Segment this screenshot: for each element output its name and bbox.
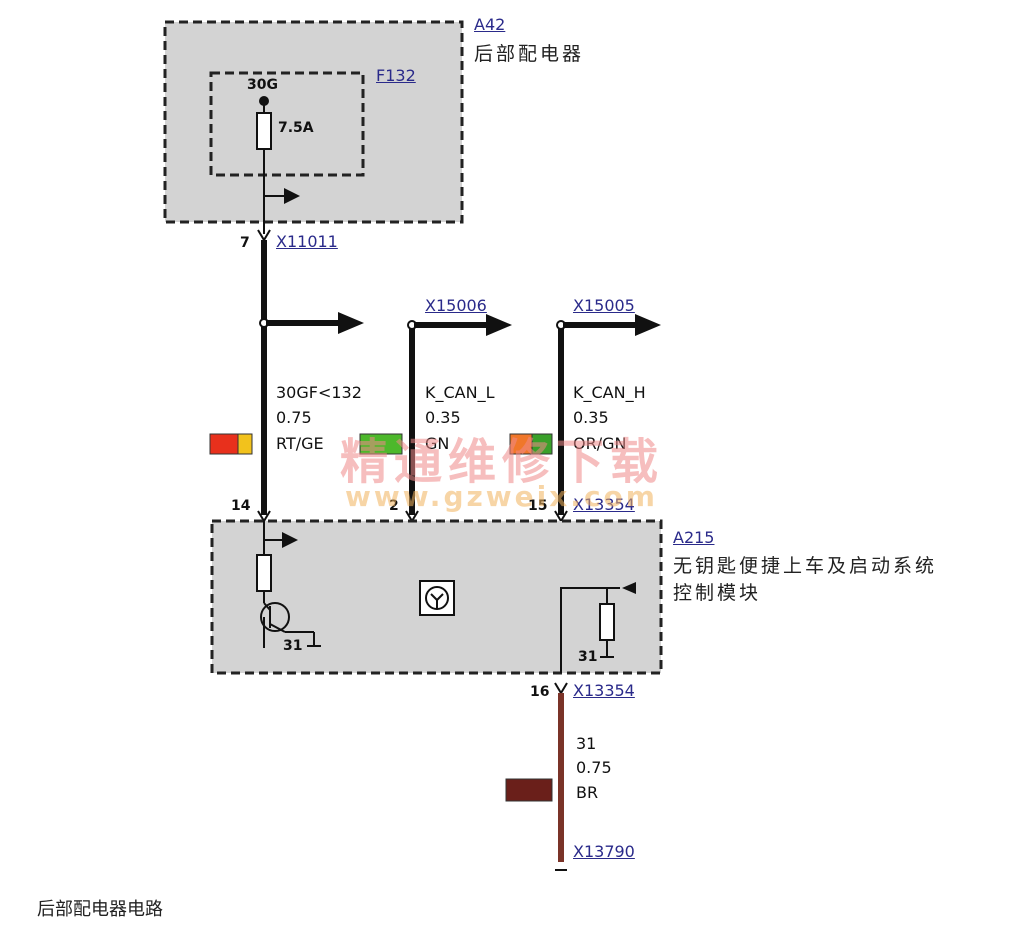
fuse-icon bbox=[256, 112, 272, 150]
wire-color-swatch-gn2 bbox=[531, 433, 553, 455]
connector-id-x15005: X15005 bbox=[573, 296, 635, 315]
module-name-a42: 后部配电器 bbox=[474, 43, 585, 65]
wire-signal-label: K_CAN_L bbox=[425, 383, 495, 402]
connector-id-x15006: X15006 bbox=[425, 296, 487, 315]
fuse-rating-label: 7.5A bbox=[278, 120, 314, 136]
module-id-a42: A42 bbox=[474, 15, 506, 34]
ground-label: 31 bbox=[283, 638, 303, 654]
pin-number: 2 bbox=[389, 498, 399, 514]
module-id-a215: A215 bbox=[673, 528, 715, 547]
fuse-id-f132: F132 bbox=[376, 66, 416, 85]
resistor-icon bbox=[599, 603, 615, 641]
connector-fork-icon bbox=[554, 682, 568, 695]
connector-id-x13790: X13790 bbox=[573, 842, 635, 861]
wire-color-swatch-gn bbox=[359, 433, 403, 455]
pin-number: 7 bbox=[240, 235, 250, 251]
wire-gauge-label: 0.75 bbox=[276, 408, 312, 427]
wire-color-label: OR/GN bbox=[573, 434, 627, 453]
wire-signal-label: K_CAN_H bbox=[573, 383, 646, 402]
module-name-a215-line1: 无钥匙便捷上车及启动系统 bbox=[673, 555, 938, 577]
wire-color-label: GN bbox=[425, 434, 450, 453]
f132-fuse-box bbox=[209, 71, 365, 177]
watermark-url: www.gzweix.com bbox=[345, 480, 658, 513]
pin-number: 16 bbox=[530, 684, 550, 700]
wire-signal-label: 31 bbox=[576, 734, 597, 753]
wire-gauge-label: 0.35 bbox=[573, 408, 609, 427]
module-name-a215-line2: 控制模块 bbox=[673, 582, 762, 604]
connector-id-x13354-top: X13354 bbox=[573, 495, 635, 514]
wire-color-label: RT/GE bbox=[276, 434, 324, 453]
pin-number: 14 bbox=[231, 498, 251, 514]
pin-number: 15 bbox=[528, 498, 548, 514]
continuation-arrow-icon bbox=[486, 314, 512, 336]
wire-color-swatch-br bbox=[505, 778, 553, 802]
wire-signal-label: 30GF<132 bbox=[276, 383, 362, 402]
fuse-terminal-label: 30G bbox=[247, 77, 278, 93]
continuation-arrow-icon bbox=[635, 314, 661, 336]
watermark-title: 精通维修下载 bbox=[340, 434, 665, 490]
continuation-arrow-icon bbox=[338, 312, 364, 334]
input-arrow-icon bbox=[622, 582, 636, 594]
ground-label: 31 bbox=[578, 649, 598, 665]
wire-color-swatch-rt bbox=[209, 433, 239, 455]
transistor-icon bbox=[260, 602, 290, 632]
wire-color-label: BR bbox=[576, 783, 599, 802]
a42-module-box bbox=[163, 20, 464, 224]
figure-caption: 后部配电器电路 bbox=[37, 899, 163, 920]
connector-id-x13354-bottom: X13354 bbox=[573, 681, 635, 700]
resistor-icon bbox=[256, 554, 272, 592]
wire-gauge-label: 0.35 bbox=[425, 408, 461, 427]
branch-arrow-icon bbox=[263, 188, 300, 206]
connector-id-x11011: X11011 bbox=[276, 232, 338, 251]
wire-gauge-label: 0.75 bbox=[576, 758, 612, 777]
wire-color-swatch-ge bbox=[237, 433, 253, 455]
